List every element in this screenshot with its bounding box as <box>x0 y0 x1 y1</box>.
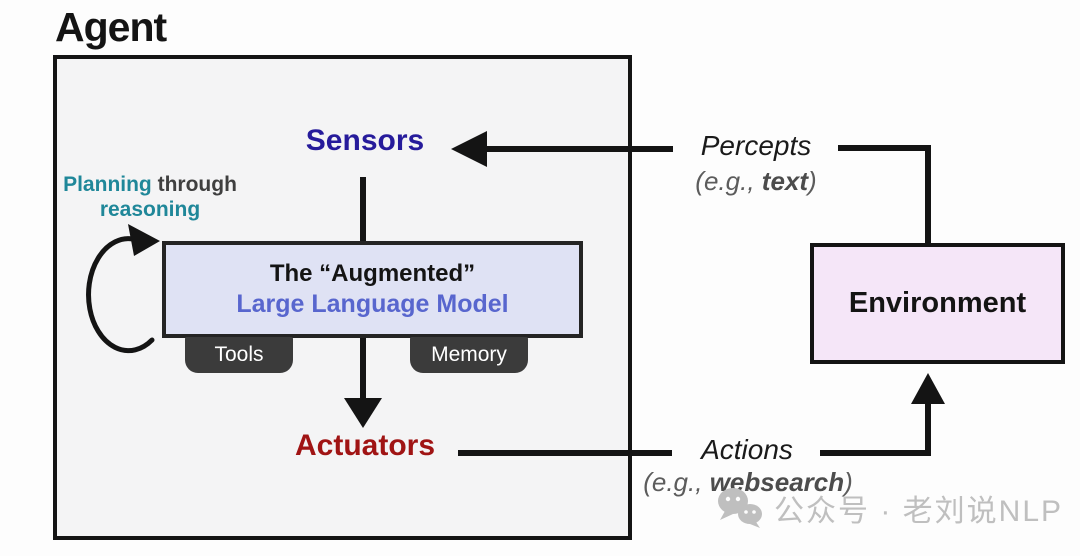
percepts-label: Percepts <box>700 130 812 161</box>
environment-box: Environment <box>810 243 1065 364</box>
through-word: through <box>151 173 237 196</box>
llm-box-title-line1: The “Augmented” <box>269 260 476 287</box>
watermark: 公众号 · 老刘说NLP <box>716 486 1063 530</box>
memory-tab: Memory <box>410 337 528 373</box>
reasoning-word: reasoning <box>99 198 201 221</box>
planning-reasoning-label: Planning through reasoning <box>52 172 248 222</box>
watermark-text: 公众号 · 老刘说NLP <box>774 495 1064 528</box>
tools-tab: Tools <box>185 337 293 373</box>
page-title: Agent <box>55 4 167 50</box>
actions-to-environment-arrowhead <box>911 373 945 404</box>
planning-word: Planning <box>63 173 152 196</box>
actuators-label: Actuators <box>294 429 436 462</box>
percepts-example-prefix: (e.g., <box>695 166 762 196</box>
actions-example-suffix: ) <box>844 467 853 497</box>
actions-example-label: (e.g., websearch) <box>603 467 893 498</box>
wechat-icon <box>718 488 762 528</box>
actions-label: Actions <box>701 434 793 465</box>
sensors-label: Sensors <box>305 124 425 157</box>
percepts-example-suffix: ) <box>808 166 817 196</box>
actions-example-prefix: (e.g., <box>643 467 710 497</box>
percepts-example-label: (e.g., text) <box>656 166 856 197</box>
llm-box-title-line2: Large Language Model <box>236 290 509 318</box>
percepts-example-bold: text <box>761 166 809 196</box>
augmented-llm-box: The “Augmented” Large Language Model <box>162 241 583 338</box>
